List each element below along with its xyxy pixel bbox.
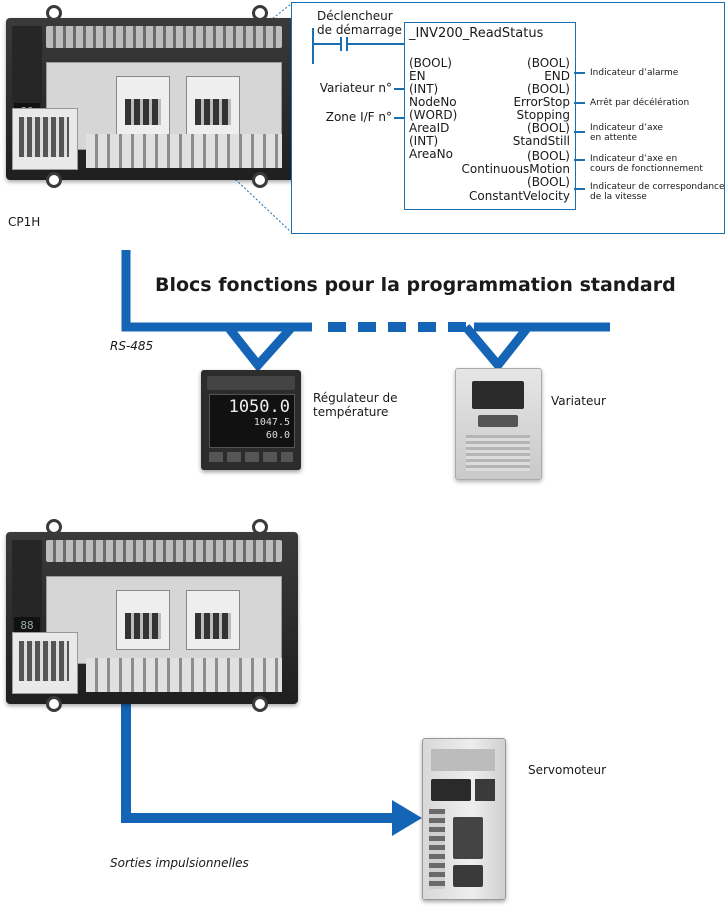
output-type: (BOOL) bbox=[527, 121, 570, 135]
plc-comm-module bbox=[186, 76, 240, 136]
temp-display-mv: 60.0 bbox=[265, 430, 290, 441]
temp-display-sv: 1047.5 bbox=[253, 417, 290, 428]
temperature-regulator: 1050.0 1047.5 60.0 bbox=[201, 370, 301, 470]
output-desc: Indicateur de correspondance bbox=[590, 182, 725, 192]
trigger-label-2: de démarrage bbox=[317, 23, 402, 37]
input-name: NodeNo bbox=[409, 95, 457, 109]
output-desc: Indicateur d’alarme bbox=[590, 68, 679, 78]
input-name: EN bbox=[409, 69, 426, 83]
mount-ring bbox=[252, 5, 268, 21]
trigger-label-1: Déclencheur bbox=[317, 9, 393, 23]
plc-comm-module bbox=[186, 590, 240, 650]
input-type: (INT) bbox=[409, 134, 439, 148]
mount-ring bbox=[46, 696, 62, 712]
bus-dashes bbox=[328, 322, 466, 332]
pulse-output-arrow bbox=[392, 800, 422, 836]
pulse-output-line bbox=[121, 695, 392, 823]
output-type: (BOOL) bbox=[527, 82, 570, 96]
mount-ring bbox=[46, 172, 62, 188]
cp1h-label: CP1H bbox=[8, 215, 41, 229]
plc-terminal-strip bbox=[46, 26, 282, 48]
rs485-label: RS-485 bbox=[110, 339, 154, 353]
output-type: (BOOL) bbox=[527, 149, 570, 163]
mount-ring bbox=[252, 519, 268, 535]
temp-display: 1050.0 1047.5 60.0 bbox=[209, 394, 295, 448]
function-block-wires bbox=[312, 28, 585, 190]
output-type: (BOOL) bbox=[527, 56, 570, 70]
servo-drive bbox=[422, 738, 506, 900]
plc-ports bbox=[12, 108, 78, 170]
drop-temp-regulator bbox=[224, 323, 296, 372]
plc-bottom-terminals bbox=[86, 658, 282, 692]
output-name: END bbox=[544, 69, 570, 83]
mount-ring bbox=[46, 519, 62, 535]
pulse-outputs-label: Sorties impulsionnelles bbox=[110, 856, 249, 870]
cp1h-plc-bottom: 88 bbox=[6, 519, 298, 712]
function-block-panel bbox=[291, 2, 725, 234]
servo-label: Servomoteur bbox=[528, 763, 607, 777]
output-desc: de la vitesse bbox=[590, 192, 647, 202]
function-block-box bbox=[404, 22, 576, 210]
drop-variator bbox=[462, 324, 532, 373]
input-name: AreaID bbox=[409, 121, 450, 135]
output-desc: Indicateur d’axe bbox=[590, 123, 664, 133]
output-name: ErrorStop bbox=[513, 95, 570, 109]
plc-ports bbox=[12, 632, 78, 694]
cp1h-cable bbox=[121, 250, 245, 332]
variator-label: Variateur bbox=[551, 394, 606, 408]
variator-input-label: Variateur n° bbox=[319, 81, 392, 95]
input-type: (BOOL) bbox=[409, 56, 452, 70]
output-name: Stopping bbox=[516, 108, 570, 122]
plc-bottom-terminals bbox=[86, 134, 282, 168]
plc-comm-module bbox=[116, 76, 170, 136]
plc-terminal-strip bbox=[46, 540, 282, 562]
input-type: (INT) bbox=[409, 82, 439, 96]
output-name: ConstantVelocity bbox=[468, 189, 570, 203]
mount-ring bbox=[46, 5, 62, 21]
zone-input-label: Zone I/F n° bbox=[325, 110, 392, 124]
output-name: StandStill bbox=[512, 134, 570, 148]
function-block-name: _INV200_ReadStatus bbox=[409, 26, 544, 41]
output-name: ContinuousMotion bbox=[461, 162, 570, 176]
plc-display: 88 bbox=[14, 617, 40, 635]
mount-ring bbox=[252, 696, 268, 712]
plc-comm-module bbox=[116, 590, 170, 650]
input-name: AreaNo bbox=[409, 147, 453, 161]
blocks-title: Blocs fonctions pour la programmation st… bbox=[155, 274, 676, 296]
output-desc: en attente bbox=[590, 133, 637, 143]
temp-regulator-label-2: température bbox=[313, 405, 389, 419]
temp-display-pv: 1050.0 bbox=[228, 397, 290, 417]
output-type: (BOOL) bbox=[527, 175, 570, 189]
output-desc: cours de fonctionnement bbox=[590, 164, 703, 174]
output-desc: Indicateur d’axe en bbox=[590, 154, 678, 164]
input-type: (WORD) bbox=[409, 108, 458, 122]
temp-regulator-label-1: Régulateur de bbox=[313, 391, 398, 405]
variator-device bbox=[455, 368, 542, 480]
cp1h-plc-top: 88 bbox=[6, 5, 298, 188]
mount-ring bbox=[252, 172, 268, 188]
output-desc: Arrêt par décélération bbox=[590, 98, 690, 108]
